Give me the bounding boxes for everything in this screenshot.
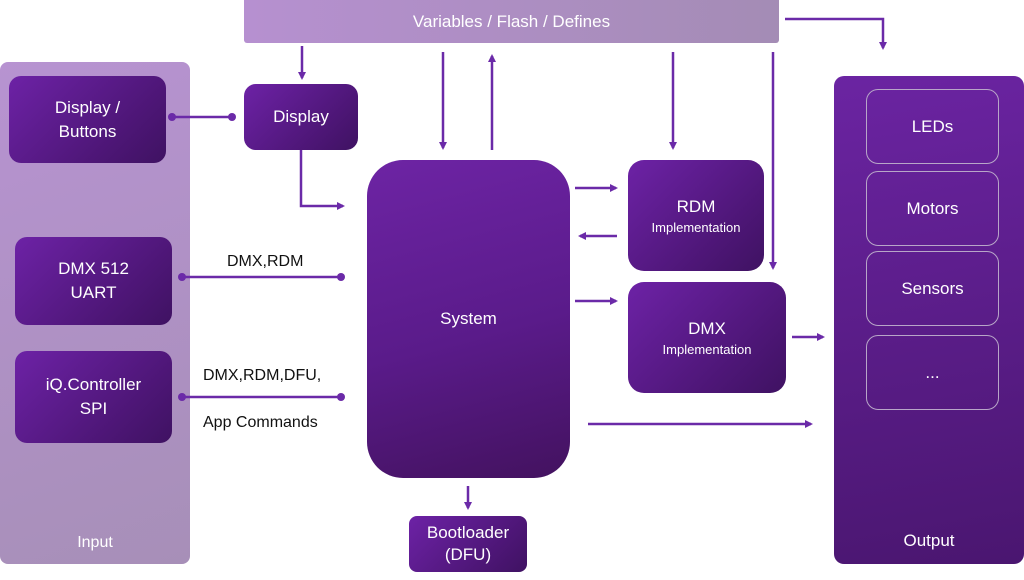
iq-controller-spi-block[interactable]: iQ.Controller SPI <box>15 351 172 443</box>
dot-spi <box>178 393 186 401</box>
iq-controller-line1: iQ.Controller <box>45 375 142 394</box>
leds-label: LEDs <box>911 116 954 136</box>
spi-connection-label-line2: App Commands <box>203 414 318 431</box>
iq-controller-line2: SPI <box>79 399 108 418</box>
dot-spi-system <box>337 393 345 401</box>
output-item-motors[interactable]: Motors <box>866 171 999 246</box>
dmx512-uart-line1: DMX 512 <box>58 259 129 278</box>
output-panel: LEDs Motors Sensors ... Output <box>834 76 1024 564</box>
dot-uart <box>178 273 186 281</box>
display-label: Display <box>273 107 329 126</box>
dmx-implementation-block[interactable]: DMX Implementation <box>628 282 786 393</box>
input-panel-title: Input <box>77 534 113 551</box>
arrow-display-to-system <box>299 150 345 210</box>
motors-label: Motors <box>906 198 959 218</box>
dot-buttons <box>168 113 176 121</box>
dmx512-uart-line2: UART <box>70 283 117 302</box>
dot-display <box>228 113 236 121</box>
arrow-vars-to-output <box>785 17 887 50</box>
output-item-more[interactable]: ... <box>866 335 999 410</box>
rdm-subtitle: Implementation <box>651 219 741 235</box>
rdm-title: RDM <box>676 196 716 216</box>
dmx512-uart-block[interactable]: DMX 512 UART <box>15 237 172 325</box>
variables-flash-defines-label: Variables / Flash / Defines <box>412 11 611 31</box>
bootloader-dfu-block[interactable]: Bootloader (DFU) <box>409 516 527 572</box>
system-block[interactable]: System <box>367 160 570 478</box>
bootloader-line2: (DFU) <box>444 545 492 564</box>
output-item-leds[interactable]: LEDs <box>866 89 999 164</box>
display-buttons-block[interactable]: Display / Buttons <box>9 76 166 163</box>
system-label: System <box>440 309 497 328</box>
display-buttons-line2: Buttons <box>58 121 117 141</box>
dot-uart-system <box>337 273 345 281</box>
sensors-label: Sensors <box>901 278 964 298</box>
dmx-subtitle: Implementation <box>662 341 752 357</box>
more-label: ... <box>925 362 940 382</box>
dmx-uart-connection-label: DMX,RDM <box>227 253 304 270</box>
display-buttons-line1: Display / <box>54 97 121 117</box>
display-block[interactable]: Display <box>244 84 358 150</box>
output-panel-title: Output <box>903 531 955 550</box>
spi-connection-label-line1: DMX,RDM,DFU, <box>203 367 322 384</box>
variables-flash-defines-bar: Variables / Flash / Defines <box>244 0 779 43</box>
bootloader-line1: Bootloader <box>426 523 510 542</box>
dmx-title: DMX <box>688 318 726 338</box>
output-item-sensors[interactable]: Sensors <box>866 251 999 326</box>
rdm-implementation-block[interactable]: RDM Implementation <box>628 160 764 271</box>
